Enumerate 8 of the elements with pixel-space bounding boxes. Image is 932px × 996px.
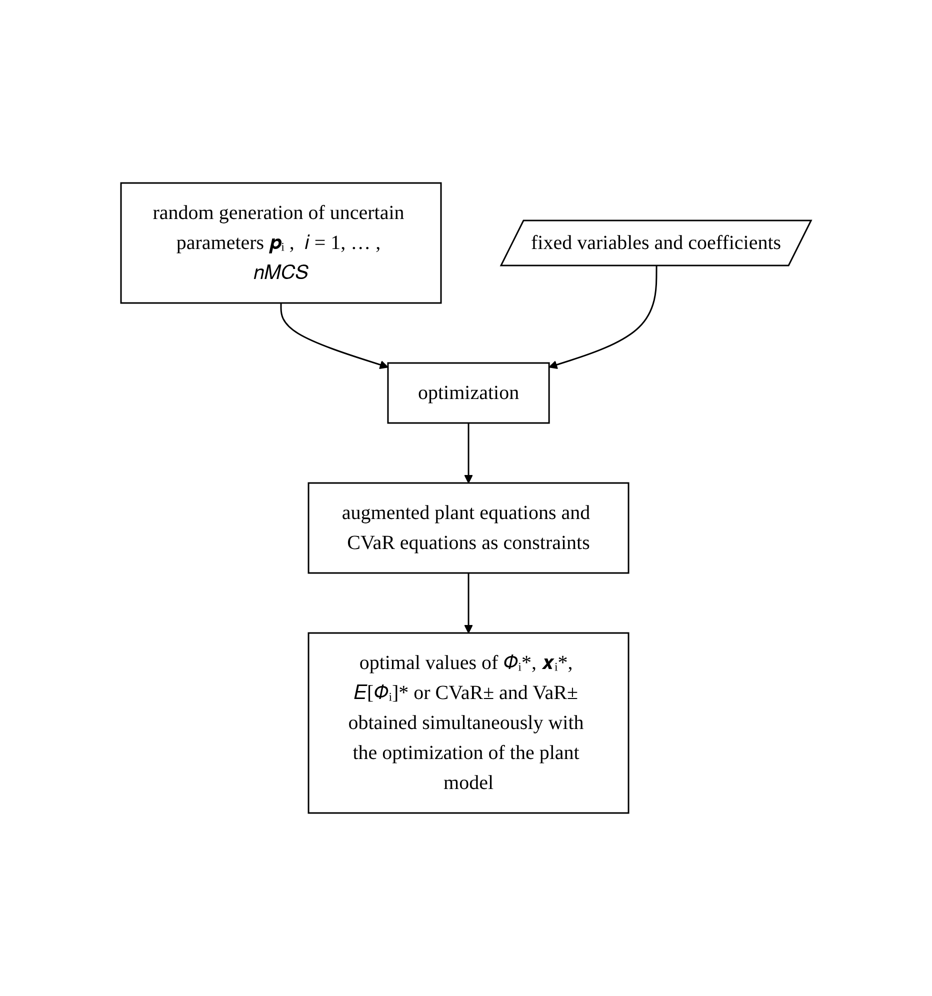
- node-box: optimization: [387, 362, 550, 424]
- arrow: [464, 573, 473, 634]
- arrow: [464, 423, 473, 484]
- node-box: augmented plant equations and CVaR equations as constraints: [308, 482, 630, 574]
- arrow: [280, 303, 388, 369]
- node-box: random generation of uncertain parameters 𝒑ᵢ , 𝑖 = 1, … , 𝑛𝑀𝐶𝑆: [120, 182, 442, 304]
- arrow: [548, 266, 658, 369]
- node-box: optimal values of 𝛷ᵢ*, 𝒙ᵢ*, 𝐸[𝛷ᵢ]* or CVaR± and VaR± obtained simultaneously with the optimization of the plant model: [308, 632, 630, 814]
